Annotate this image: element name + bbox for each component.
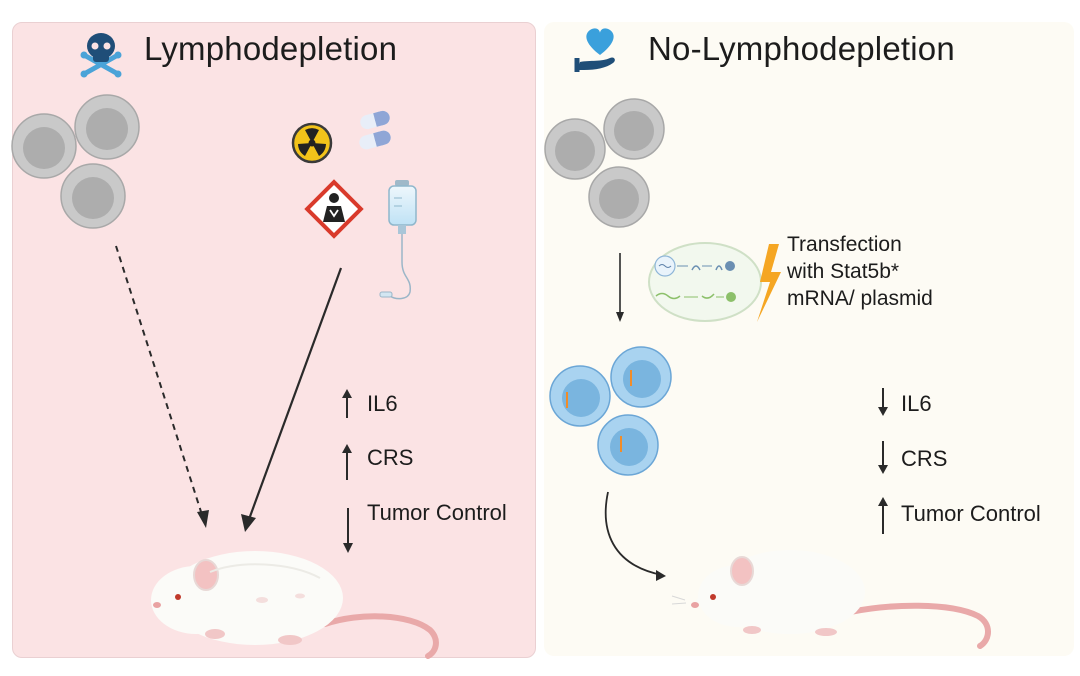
transfection-text-line: mRNA/ plasmid — [787, 287, 933, 310]
blue-cell — [597, 414, 659, 476]
lymphodepletion-title: Lymphodepletion — [144, 30, 398, 67]
iv-bag-icon — [379, 180, 417, 300]
grey-cell — [60, 163, 126, 229]
dashed-arrow-cells-to-mouse — [115, 245, 209, 528]
right-effect-label: Tumor Control — [901, 501, 1041, 526]
grey-lymphocyte-cluster-right — [544, 98, 665, 228]
grey-cell — [603, 98, 665, 160]
solid-arrow-treatment-to-mouse — [241, 267, 343, 532]
crs-down-arrow — [878, 441, 888, 474]
transfection-cell-schematic — [648, 242, 762, 322]
skull-crossbones-icon — [80, 33, 122, 78]
il6-up-arrow — [342, 389, 352, 418]
il6-down-arrow — [878, 388, 888, 416]
grey-cell — [11, 113, 77, 179]
blue-cell — [549, 365, 611, 427]
blue-cell — [610, 346, 672, 408]
grey-cell — [544, 118, 606, 180]
left-effect-label: Tumor Control — [367, 500, 507, 525]
left-effect-label: IL6 — [367, 391, 398, 416]
tumor-control-down-arrow — [343, 508, 353, 553]
transfection-text-line: Transfection — [787, 233, 902, 256]
mouse-left — [151, 551, 439, 659]
mouse-right — [671, 550, 991, 649]
grey-cell — [588, 166, 650, 228]
tumor-control-up-arrow — [878, 497, 888, 534]
lightning-bolt-icon — [757, 244, 781, 322]
arrow-cells-to-transfected — [616, 253, 624, 322]
left-effect-label: CRS — [367, 445, 414, 470]
no-lymphodepletion-title: No-Lymphodepletion — [648, 30, 955, 67]
right-effect-label: IL6 — [901, 391, 932, 416]
pills-icon — [359, 110, 391, 150]
crs-up-arrow — [342, 444, 352, 480]
heart-in-hand-icon — [574, 28, 615, 72]
grey-lymphocyte-cluster — [11, 94, 140, 229]
right-effect-label: CRS — [901, 446, 948, 471]
health-hazard-icon — [304, 179, 364, 239]
transfection-text-line: with Stat5b* — [787, 260, 900, 283]
grey-cell — [74, 94, 140, 160]
curved-arrow-to-mouse — [604, 491, 666, 581]
blue-transfected-cluster — [549, 346, 672, 476]
radiation-icon — [291, 122, 333, 164]
